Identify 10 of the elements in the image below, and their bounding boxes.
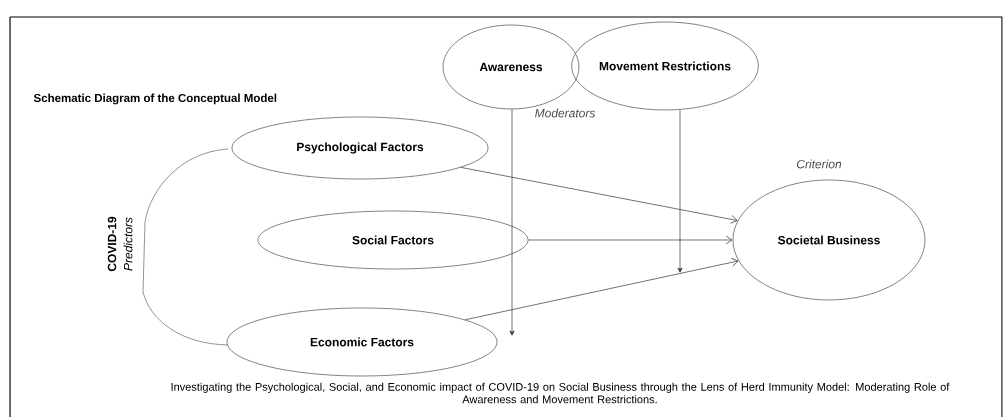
node-caption: Criterion <box>797 159 842 169</box>
arrow <box>528 235 733 245</box>
moderating-arrow <box>677 110 683 273</box>
group-label: Predictors <box>122 216 134 272</box>
group-label: COVID-19 <box>106 215 118 273</box>
arrow <box>464 258 739 321</box>
caption: Investigating the Psychological, Social, and Economic impact of COVID-19 on Social Business through the Lens of Herd Immunity Model: Moderating Role of Awareness and Movement Restrictions. <box>171 382 950 404</box>
heading: Schematic Diagram of the Conceptual Model <box>33 93 277 105</box>
arrow <box>460 167 738 224</box>
moderating-arrow <box>509 109 515 336</box>
